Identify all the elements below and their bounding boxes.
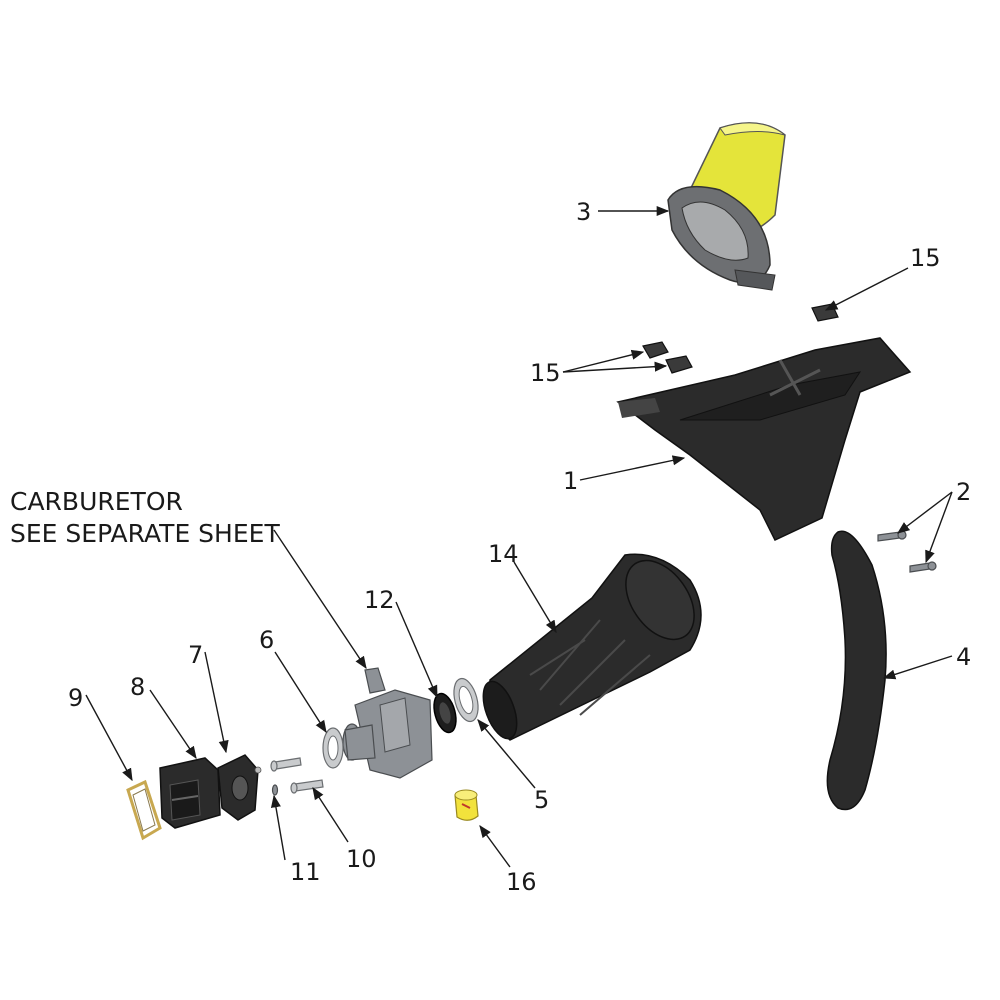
screw-parts (877, 530, 937, 573)
side-cover-part (826, 530, 887, 811)
callout-11: 11 (290, 858, 321, 886)
callout-1: 1 (563, 467, 578, 495)
air-filter-part (667, 122, 786, 291)
callout-4: 4 (956, 643, 971, 671)
bolt-parts (270, 757, 324, 794)
callout-6: 6 (259, 626, 274, 654)
callout-10: 10 (346, 845, 377, 873)
carburetor-note: CARBURETOR SEE SEPARATE SHEET (10, 487, 280, 548)
gasket-part (126, 779, 162, 841)
reed-valve-part (159, 757, 221, 829)
callout-16: 16 (506, 868, 537, 896)
washer-part (271, 784, 279, 796)
note-line-2: SEE SEPARATE SHEET (10, 519, 280, 548)
carb-clamp-part (322, 727, 344, 769)
spacer-ring-part (433, 692, 457, 734)
intake-boot-part (482, 553, 702, 741)
airbox-part (616, 337, 912, 541)
callout-15-top: 15 (910, 244, 941, 272)
callout-8: 8 (130, 673, 145, 701)
callout-labels: 3 15 15 1 2 4 14 12 6 7 8 9 5 10 11 16 (68, 198, 971, 896)
carburetor-part (342, 667, 433, 779)
callout-12: 12 (364, 586, 395, 614)
note-line-1: CARBURETOR (10, 487, 183, 516)
callout-7: 7 (188, 641, 203, 669)
callout-3: 3 (576, 198, 591, 226)
leader-lines (85, 205, 953, 868)
hose-clamp-part (453, 677, 479, 723)
callout-9: 9 (68, 684, 83, 712)
callout-5: 5 (534, 786, 549, 814)
callout-14: 14 (488, 540, 519, 568)
callout-15-left: 15 (530, 359, 561, 387)
manifold-part (217, 754, 262, 821)
callout-2: 2 (956, 478, 971, 506)
tape-roll-part (454, 789, 479, 821)
